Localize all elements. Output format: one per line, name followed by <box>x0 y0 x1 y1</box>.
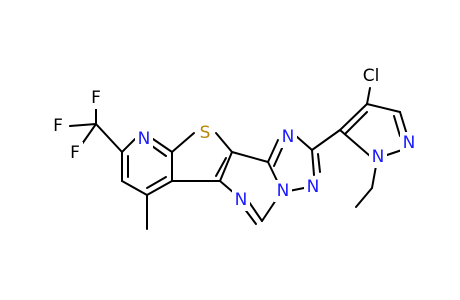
bond-cf3-f2 <box>69 123 97 127</box>
bond-n1-c5-pyrazole <box>339 129 371 157</box>
bond-triazole-pyrazole <box>311 129 341 151</box>
bond-n-pyrimidine-ch <box>248 201 263 222</box>
bond-c1-c5 <box>121 180 148 196</box>
bond-c-fused-n-pyrimidine <box>219 180 235 194</box>
bond-n1-ethyl-ch2 <box>371 165 377 189</box>
bond-c5-c4-pyrazole <box>339 103 368 131</box>
bond-c4-c3-pyrazole <box>366 103 401 113</box>
atom-n-triazole-top: N <box>282 127 295 147</box>
bond-c-triazole-n-right <box>311 149 315 176</box>
bond-c-thio-c-fused-double <box>215 157 227 177</box>
bond-c-fused-c-thio <box>231 151 269 163</box>
atom-n-pyrazole-1: N <box>372 147 385 167</box>
atom-n-pyridine: N <box>138 129 151 149</box>
bond-c-triazole-n-right-double <box>317 153 321 173</box>
bond-c3-n2-pyrazole-double <box>393 115 401 137</box>
atom-n-triazole-bridge: N <box>277 181 290 201</box>
bond-ethyl-ch2-ch3 <box>355 187 373 208</box>
atom-n-pyrimidine: N <box>235 190 248 210</box>
bond-c3-s <box>171 132 195 153</box>
atom-n-triazole-right: N <box>307 177 320 197</box>
bond-s-c-thio <box>215 132 233 153</box>
bond-n-top-c-triazole <box>295 135 313 151</box>
bond-n-pyridine-c3-double <box>151 145 167 157</box>
bond-c4-n-pyridine <box>121 138 136 153</box>
bond-c-fused-n-top <box>267 139 279 163</box>
atom-s-thiophene: S <box>200 123 211 143</box>
atom-n-pyrazole-2: N <box>403 133 416 153</box>
bond-c-thio-c-fused <box>219 151 233 182</box>
atom-f-1: F <box>91 88 101 108</box>
atom-f-3: F <box>70 143 80 163</box>
atom-f-2: F <box>53 116 63 136</box>
bond-n-pyridine-c3 <box>152 138 173 153</box>
bond-c4-cl <box>366 87 371 105</box>
bond-c-fused-n-top-double <box>273 145 284 167</box>
atom-cl: Cl <box>363 66 380 86</box>
bond-c2-c1-double <box>146 176 167 189</box>
bond-c2-c1 <box>146 180 173 196</box>
bond-c5-c4-pyrazole-double <box>345 111 368 134</box>
bond-cf3-f3 <box>81 123 97 145</box>
bond-c4-cf3 <box>95 123 123 153</box>
